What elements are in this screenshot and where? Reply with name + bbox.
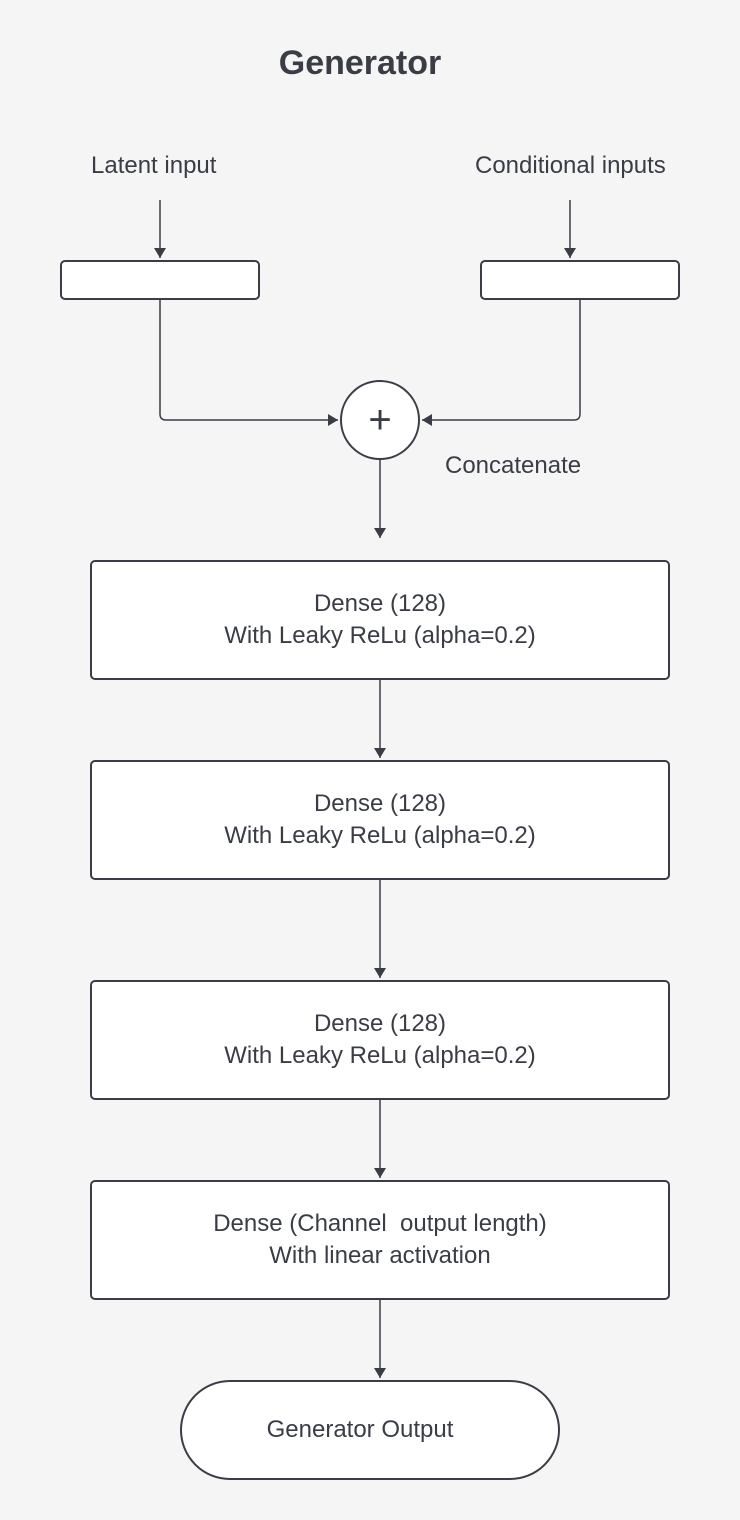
dense-output-layer-title: Dense (Channel output length) xyxy=(213,1210,547,1237)
dense-layer-3-activation: With Leaky ReLu (alpha=0.2) xyxy=(224,1042,536,1069)
concatenate-node: + xyxy=(340,380,420,460)
dense-layer-2-title: Dense (128) xyxy=(313,790,447,817)
dense-layer-2-activation: With Leaky ReLu (alpha=0.2) xyxy=(224,822,536,849)
diagram-title: Generator xyxy=(278,44,442,82)
generator-output-label: Generator Output xyxy=(266,1416,454,1443)
dense-layer-1-activation: With Leaky ReLu (alpha=0.2) xyxy=(224,622,536,649)
latent-input-box xyxy=(60,260,260,300)
edge-latent-box-to-concatenate xyxy=(159,300,338,426)
dense-layer-2: Dense (128) With Leaky ReLu (alpha=0.2) xyxy=(90,760,670,880)
plus-icon: + xyxy=(368,398,392,442)
concatenate-label: Concatenate xyxy=(445,452,582,479)
dense-output-layer: Dense (Channel output length) With linea… xyxy=(90,1180,670,1300)
edge-conditional-box-to-concatenate xyxy=(422,300,581,426)
dense-layer-3-title: Dense (128) xyxy=(313,1010,447,1037)
latent-input-label: Latent input xyxy=(91,152,217,179)
dense-layer-1: Dense (128) With Leaky ReLu (alpha=0.2) xyxy=(90,560,670,680)
dense-output-layer-activation: With linear activation xyxy=(269,1242,491,1269)
conditional-inputs-label: Conditional inputs xyxy=(475,152,666,179)
dense-layer-1-title: Dense (128) xyxy=(313,590,447,617)
generator-output-node: Generator Output xyxy=(180,1380,560,1480)
conditional-inputs-box xyxy=(480,260,680,300)
dense-layer-3: Dense (128) With Leaky ReLu (alpha=0.2) xyxy=(90,980,670,1100)
